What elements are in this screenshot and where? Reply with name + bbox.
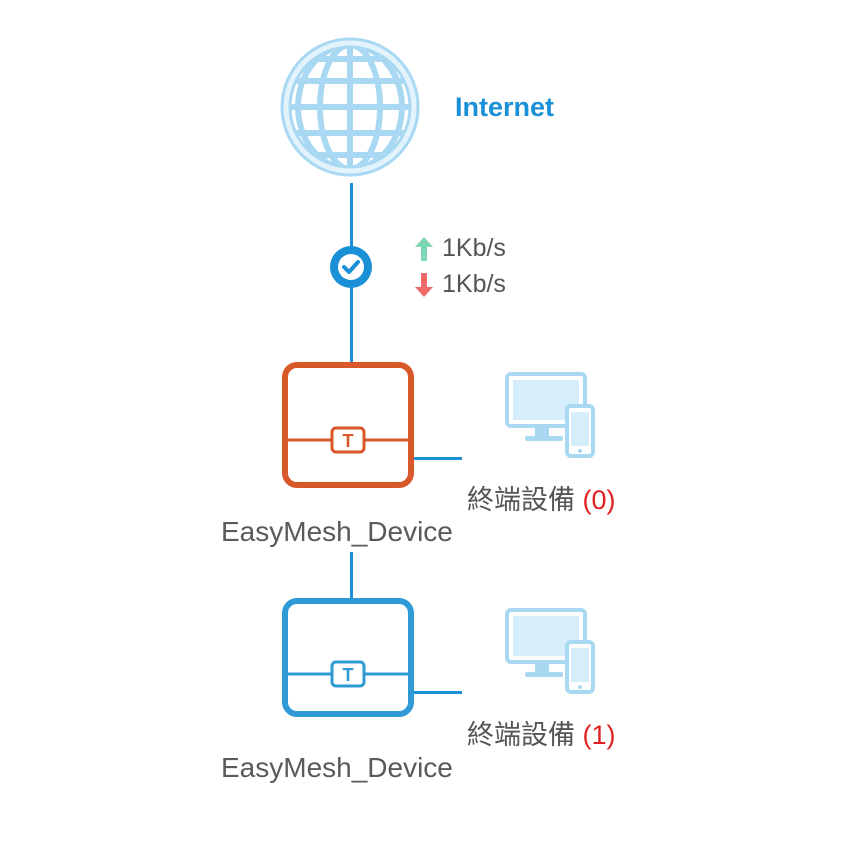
check-circle-icon	[330, 246, 372, 288]
svg-text:T: T	[343, 431, 354, 451]
computer-phone-icon[interactable]	[505, 608, 595, 698]
upload-rate: 1Kb/s	[414, 234, 506, 263]
device-name-main: EasyMesh_Device	[221, 516, 453, 547]
download-rate: 1Kb/s	[414, 270, 506, 299]
mesh-link-line	[350, 552, 353, 598]
mesh-router-icon[interactable]: T	[282, 598, 414, 724]
clients-link-line-1	[414, 457, 462, 460]
clients-label-text: 終端設備	[467, 720, 575, 750]
download-rate-value: 1Kb/s	[442, 270, 506, 298]
svg-text:T: T	[343, 665, 354, 685]
upload-arrow-icon	[415, 236, 433, 261]
device-name-satellite: EasyMesh_Device	[221, 752, 453, 783]
download-arrow-icon	[415, 272, 433, 297]
clients-count: (1)	[582, 720, 616, 750]
clients-label-satellite[interactable]: 終端設備 (1)	[467, 713, 616, 752]
clients-label-text: 終端設備	[467, 485, 575, 515]
clients-link-line-2	[414, 691, 462, 694]
internet-label: Internet	[455, 92, 555, 122]
globe-icon[interactable]	[280, 37, 420, 177]
upload-rate-value: 1Kb/s	[442, 234, 506, 262]
clients-count: (0)	[582, 485, 616, 515]
mesh-router-icon[interactable]: T	[282, 362, 414, 488]
computer-phone-icon[interactable]	[505, 372, 595, 462]
clients-label-main[interactable]: 終端設備 (0)	[467, 478, 616, 517]
